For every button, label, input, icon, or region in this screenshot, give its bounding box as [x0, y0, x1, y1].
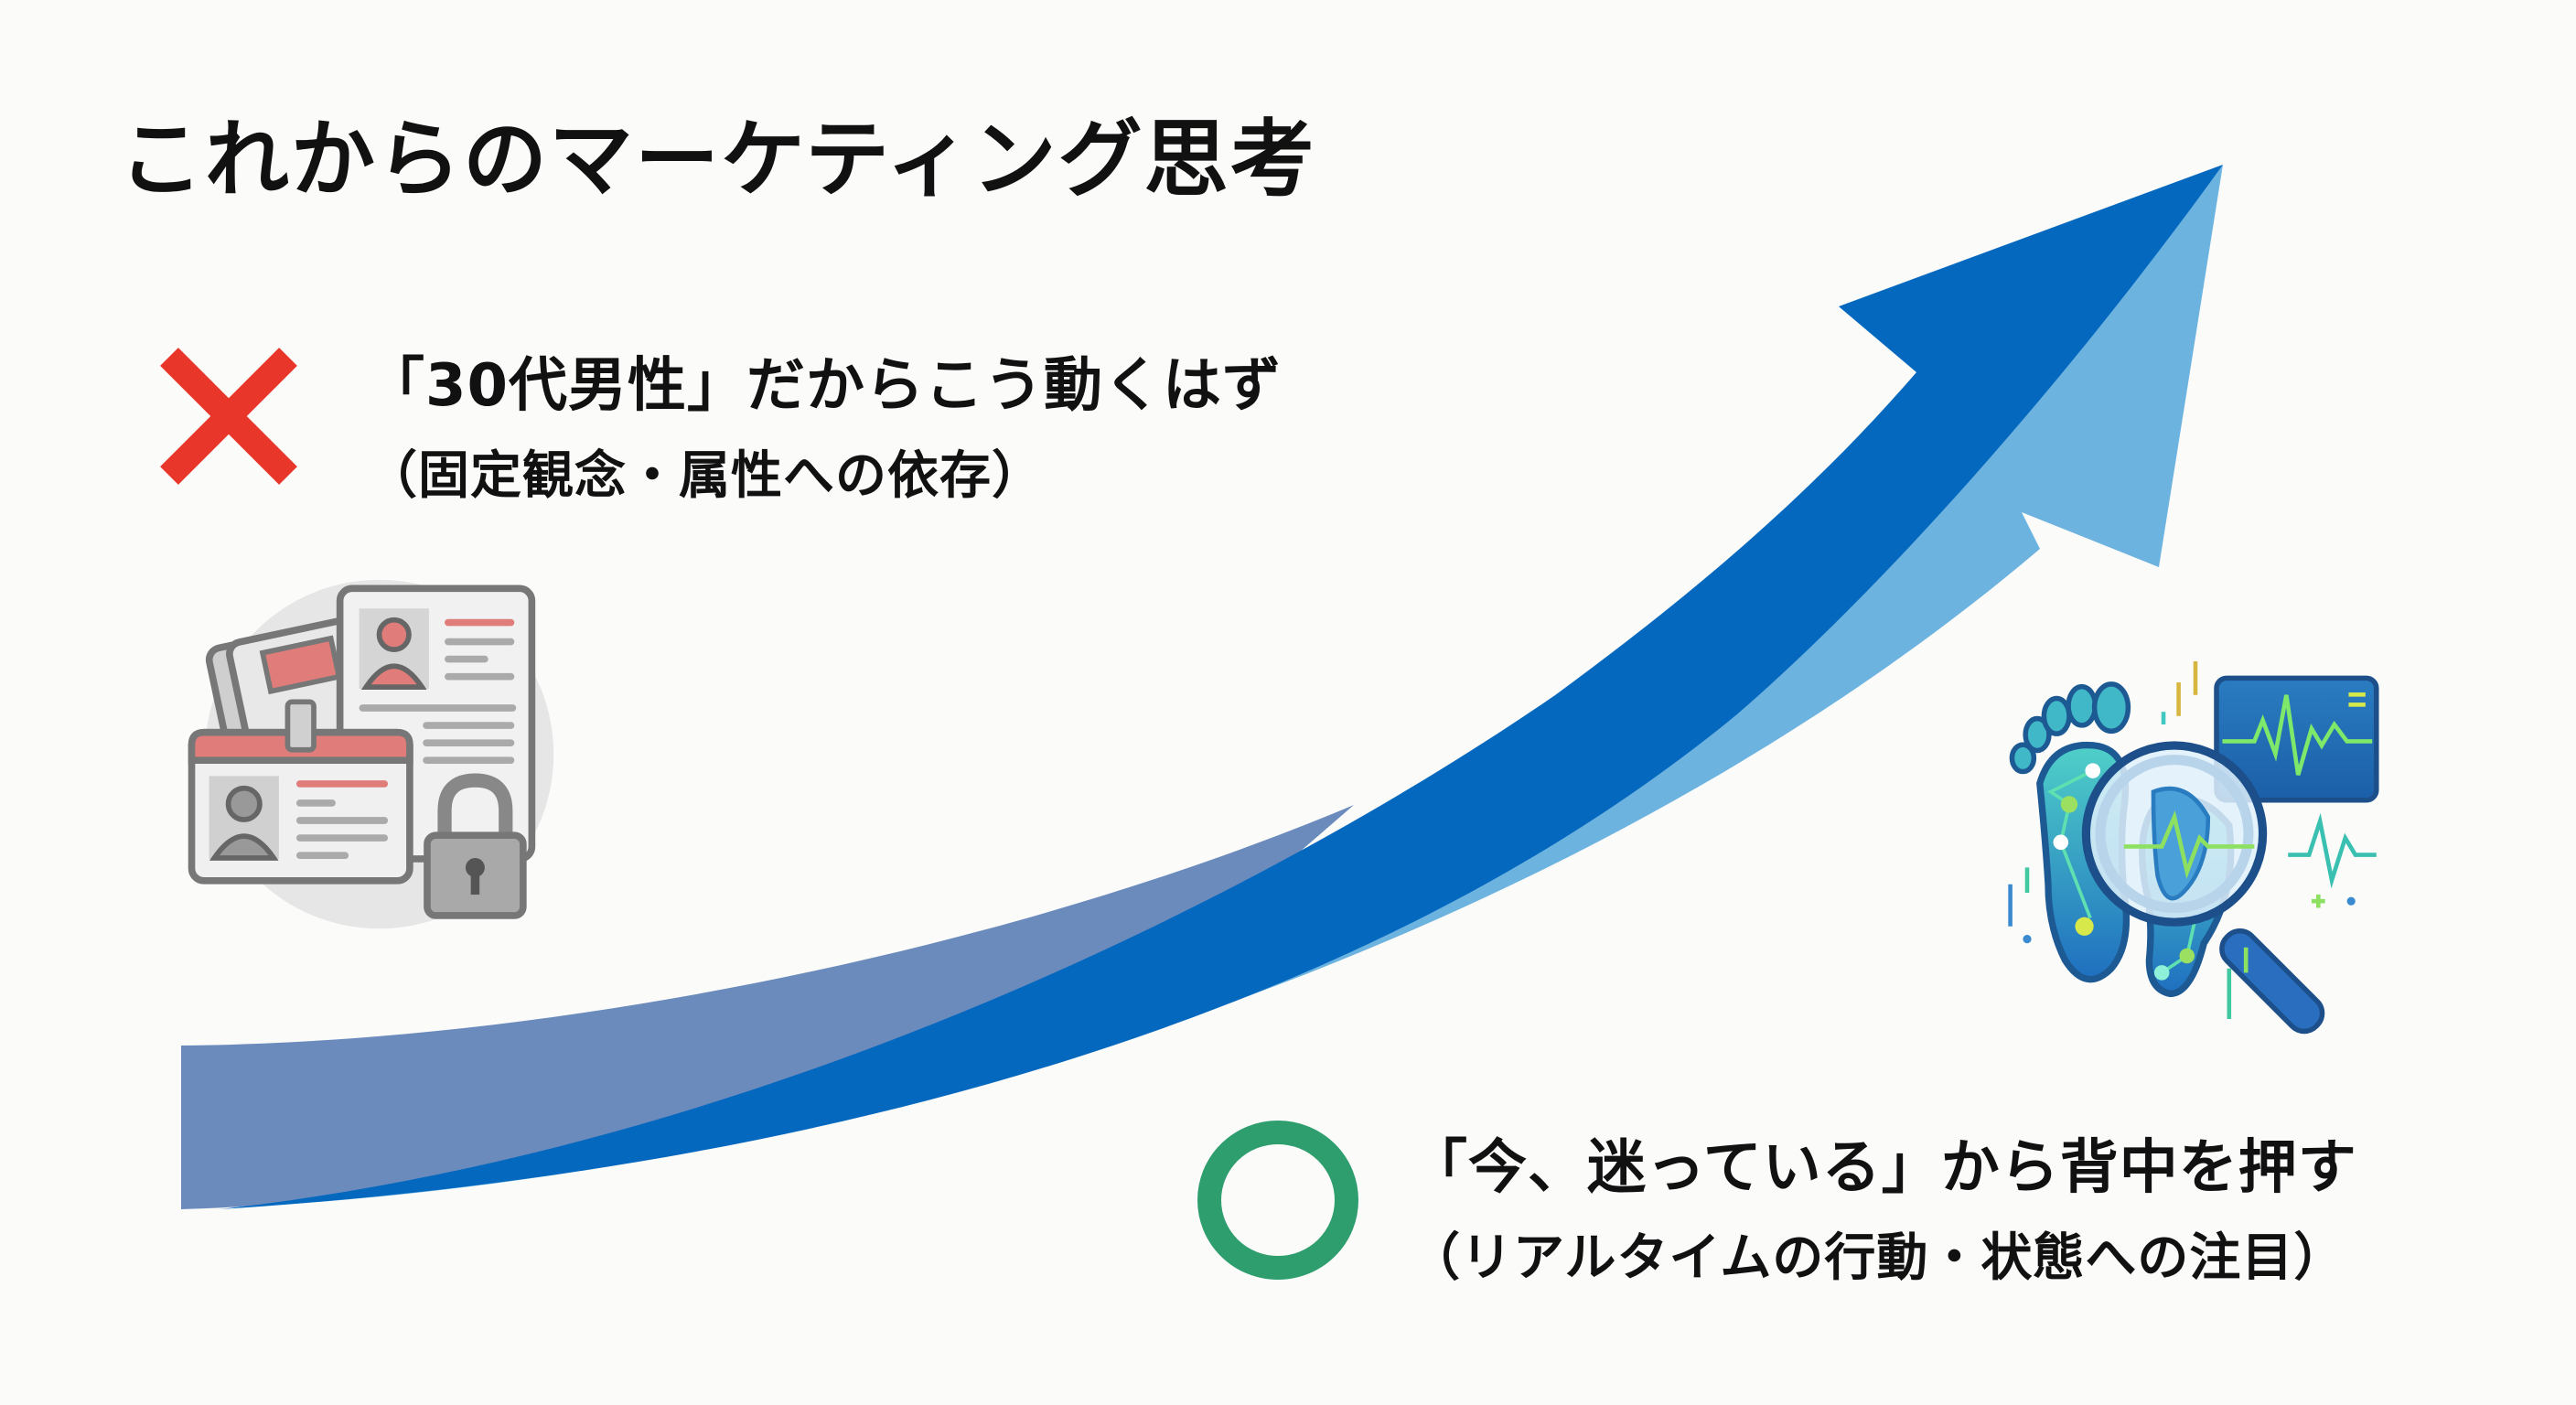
circle-mark-icon [1194, 1116, 1363, 1285]
cross-mark-icon [151, 338, 306, 494]
id-cards-with-lock-icon [174, 558, 567, 933]
old-approach-subheading: （固定観念・属性への依存） [366, 446, 1044, 506]
old-approach-heading: 「30代男性」だからこう動くはず [366, 352, 1283, 420]
new-approach-heading: 「今、迷っている」から背中を押す [1409, 1134, 2357, 1202]
footprint-magnifier-analytics-icon [1985, 640, 2406, 1061]
arrow-muted-band [181, 805, 1354, 1209]
new-approach-subheading: （リアルタイムの行動・状態への注目） [1409, 1228, 2346, 1288]
arrow-dark-band [220, 165, 2223, 1209]
page-title: これからのマーケティング思考 [119, 111, 1316, 209]
